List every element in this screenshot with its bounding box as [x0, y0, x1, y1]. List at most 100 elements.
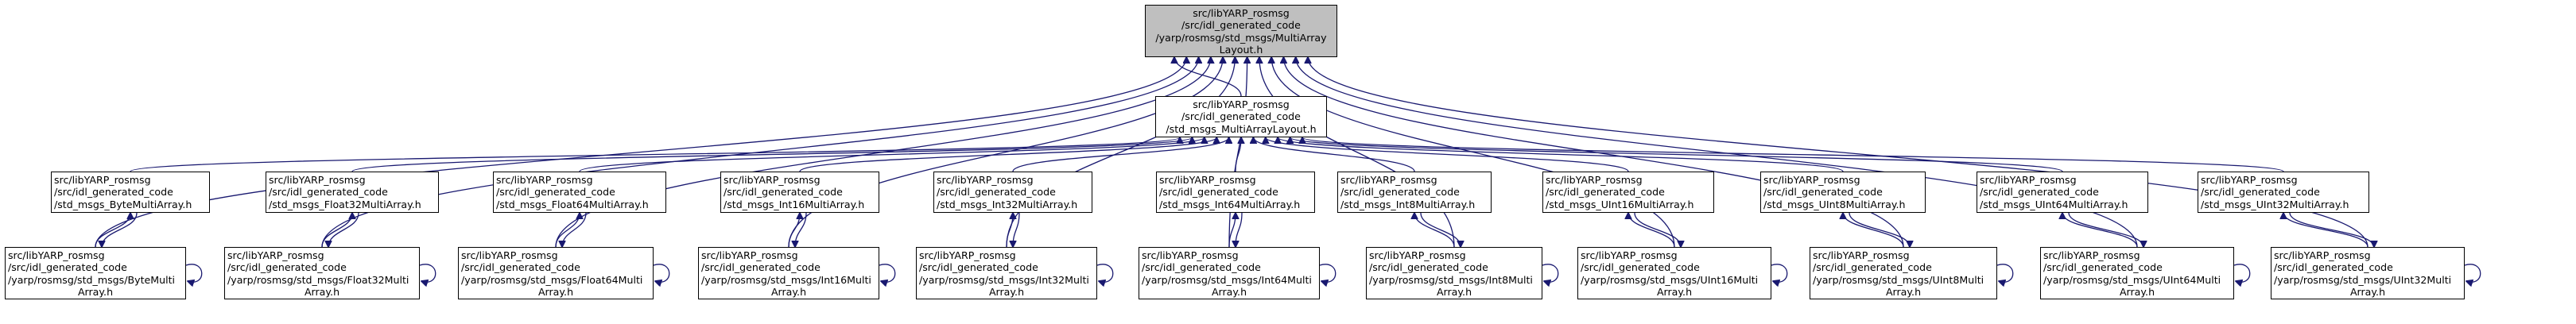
node-line: /yarp/rosmsg/std_msgs/UInt32Multi [2274, 273, 2452, 286]
node-line: /src/idl_generated_code [937, 186, 1056, 199]
dependency-edge [102, 212, 138, 247]
dependency-edge [1634, 212, 1681, 247]
node-line: src/libYARP_rosmsg [724, 174, 821, 186]
node-line: src/libYARP_rosmsg [1813, 249, 1910, 261]
node-line: /std_msgs_UInt16MultiArray.h [1546, 198, 1694, 210]
node-line: /src/idl_generated_code [1813, 261, 1932, 274]
dependency-edge [1290, 137, 2063, 172]
dependency-edge [321, 213, 352, 248]
node-line: /src/idl_generated_code [1546, 186, 1665, 199]
dependency-edge [1420, 212, 1461, 247]
dependency-edge [1283, 57, 1904, 248]
node-line: Layout.h [1219, 43, 1263, 56]
node-line: /std_msgs_Int32MultiArray.h [937, 198, 1078, 210]
dependency-edge [555, 57, 1211, 248]
node-line: Array.h [770, 285, 807, 298]
node-std-msgs-float64multiarray[interactable]: src/libYARP_rosmsg /src/idl_generated_co… [493, 172, 666, 213]
node-yarp-rosmsg-int64multiarray[interactable]: src/libYARP_rosmsg /src/idl_generated_co… [1139, 247, 1320, 299]
node-line: /src/idl_generated_code [1369, 261, 1488, 274]
node-yarp-rosmsg-uint64multiarray[interactable]: src/libYARP_rosmsg /src/idl_generated_co… [2040, 247, 2234, 299]
node-std-msgs-uint8multiarray[interactable]: src/libYARP_rosmsg /src/idl_generated_co… [1760, 172, 1926, 213]
self-loop-edge [1996, 264, 2014, 282]
node-yarp-rosmsg-uint16multiarray[interactable]: src/libYARP_rosmsg /src/idl_generated_co… [1577, 247, 1771, 299]
node-line: Array.h [2119, 285, 2155, 298]
dependency-edge [1259, 57, 1455, 248]
dependency-edge [788, 57, 1223, 248]
dependency-edge [1843, 213, 1904, 248]
node-std-msgs-int64multiarray[interactable]: src/libYARP_rosmsg /src/idl_generated_co… [1156, 172, 1315, 213]
node-std-msgs-float32multiarray[interactable]: src/libYARP_rosmsg /src/idl_generated_co… [266, 172, 439, 213]
node-line: /std_msgs_ByteMultiArray.h [54, 198, 192, 210]
node-line: Array.h [1656, 285, 1693, 298]
node-line: Array.h [537, 285, 574, 298]
node-line: /src/idl_generated_code [1581, 261, 1700, 274]
node-line: src/libYARP_rosmsg [54, 174, 151, 186]
dependency-edge [1228, 57, 1247, 248]
node-line: /src/idl_generated_code [724, 186, 843, 199]
node-line: src/libYARP_rosmsg [269, 174, 366, 186]
node-line: /src/idl_generated_code [461, 261, 580, 274]
node-line: /src/idl_generated_code [2043, 261, 2163, 274]
self-loop-edge [1096, 264, 1114, 282]
node-yarp-rosmsg-uint8multiarray[interactable]: src/libYARP_rosmsg /src/idl_generated_co… [1810, 247, 1997, 299]
dependency-edge [1278, 137, 1844, 172]
node-line: /yarp/rosmsg/std_msgs/Int16Multi [701, 273, 871, 286]
node-yarp-rosmsg-float64multiarray[interactable]: src/libYARP_rosmsg /src/idl_generated_co… [458, 247, 654, 299]
node-line: src/libYARP_rosmsg [2043, 249, 2140, 261]
node-line: /src/idl_generated_code [1181, 110, 1301, 123]
node-yarp-rosmsg-int8multiarray[interactable]: src/libYARP_rosmsg /src/idl_generated_co… [1366, 247, 1542, 299]
dependency-edge [562, 212, 587, 247]
node-yarp-rosmsg-int32multiarray[interactable]: src/libYARP_rosmsg /src/idl_generated_co… [916, 247, 1097, 299]
node-line: /src/idl_generated_code [496, 186, 615, 199]
node-line: /src/idl_generated_code [269, 186, 388, 199]
node-line: src/libYARP_rosmsg [496, 174, 593, 186]
node-line: /src/idl_generated_code [701, 261, 821, 274]
node-std-msgs-int16multiarray[interactable]: src/libYARP_rosmsg /src/idl_generated_co… [720, 172, 879, 213]
node-std-msgs-int8multiarray[interactable]: src/libYARP_rosmsg /src/idl_generated_co… [1337, 172, 1492, 213]
node-line: /std_msgs_UInt8MultiArray.h [1763, 198, 1906, 210]
dependency-edge [95, 213, 130, 248]
dependency-edge [1308, 57, 2368, 248]
dependency-edge [95, 57, 1186, 248]
self-loop-edge [419, 264, 436, 282]
node-line: /src/idl_generated_code [2274, 261, 2393, 274]
node-line: src/libYARP_rosmsg [937, 174, 1034, 186]
node-line: /std_msgs_Int8MultiArray.h [1340, 198, 1476, 210]
node-line: /std_msgs_Float64MultiArray.h [496, 198, 649, 210]
node-std-msgs-int32multiarray[interactable]: src/libYARP_rosmsg /src/idl_generated_co… [933, 172, 1092, 213]
dependency-edge [1006, 57, 1235, 248]
dependency-edge [1414, 213, 1455, 248]
dependency-edge [1236, 212, 1243, 247]
node-line: src/libYARP_rosmsg [1980, 174, 2077, 186]
self-loop-edge [879, 264, 896, 282]
node-std-msgs-uint32multiarray[interactable]: src/libYARP_rosmsg /src/idl_generated_co… [2198, 172, 2369, 213]
node-yarp-rosmsg-float32multiarray[interactable]: src/libYARP_rosmsg /src/idl_generated_co… [224, 247, 420, 299]
node-std-msgs-uint16multiarray[interactable]: src/libYARP_rosmsg /src/idl_generated_co… [1542, 172, 1714, 213]
dependency-edge [1174, 57, 1242, 97]
node-line: /yarp/rosmsg/std_msgs/Float64Multi [461, 273, 643, 286]
node-std-msgs-multiarraylayout[interactable]: src/libYARP_rosmsg /src/idl_generated_co… [1155, 96, 1327, 137]
dependency-edge [795, 212, 807, 247]
self-loop-edge [1542, 264, 1559, 282]
node-yarp-rosmsg-int16multiarray[interactable]: src/libYARP_rosmsg /src/idl_generated_co… [698, 247, 879, 299]
node-line: Array.h [1436, 285, 1472, 298]
self-loop-edge [1319, 264, 1336, 282]
node-line: /src/idl_generated_code [2201, 186, 2320, 199]
node-line: /yarp/rosmsg/std_msgs/UInt16Multi [1581, 273, 1759, 286]
dependency-edge [2068, 212, 2143, 247]
dependency-edge [351, 137, 1192, 172]
node-yarp-rosmsg-uint32multiarray[interactable]: src/libYARP_rosmsg /src/idl_generated_co… [2271, 247, 2465, 299]
dependency-edge [1013, 212, 1020, 247]
node-line: /std_msgs_Int16MultiArray.h [724, 198, 865, 210]
node-line: /yarp/rosmsg/std_msgs/MultiArray [1155, 31, 1327, 44]
node-line: src/libYARP_rosmsg [1581, 249, 1678, 261]
node-line: /yarp/rosmsg/std_msgs/Int32Multi [919, 273, 1089, 286]
node-std-msgs-bytemultiarray[interactable]: src/libYARP_rosmsg /src/idl_generated_co… [51, 172, 210, 213]
node-yarp-rosmsg-bytemultiarray[interactable]: src/libYARP_rosmsg /src/idl_generated_co… [5, 247, 186, 299]
node-line: /src/idl_generated_code [1340, 186, 1460, 199]
dependency-edge [2289, 212, 2374, 247]
node-line: src/libYARP_rosmsg [1193, 7, 1290, 19]
node-std-msgs-uint64multiarray[interactable]: src/libYARP_rosmsg /src/idl_generated_co… [1977, 172, 2148, 213]
node-line: /yarp/rosmsg/std_msgs/UInt64Multi [2043, 273, 2221, 286]
